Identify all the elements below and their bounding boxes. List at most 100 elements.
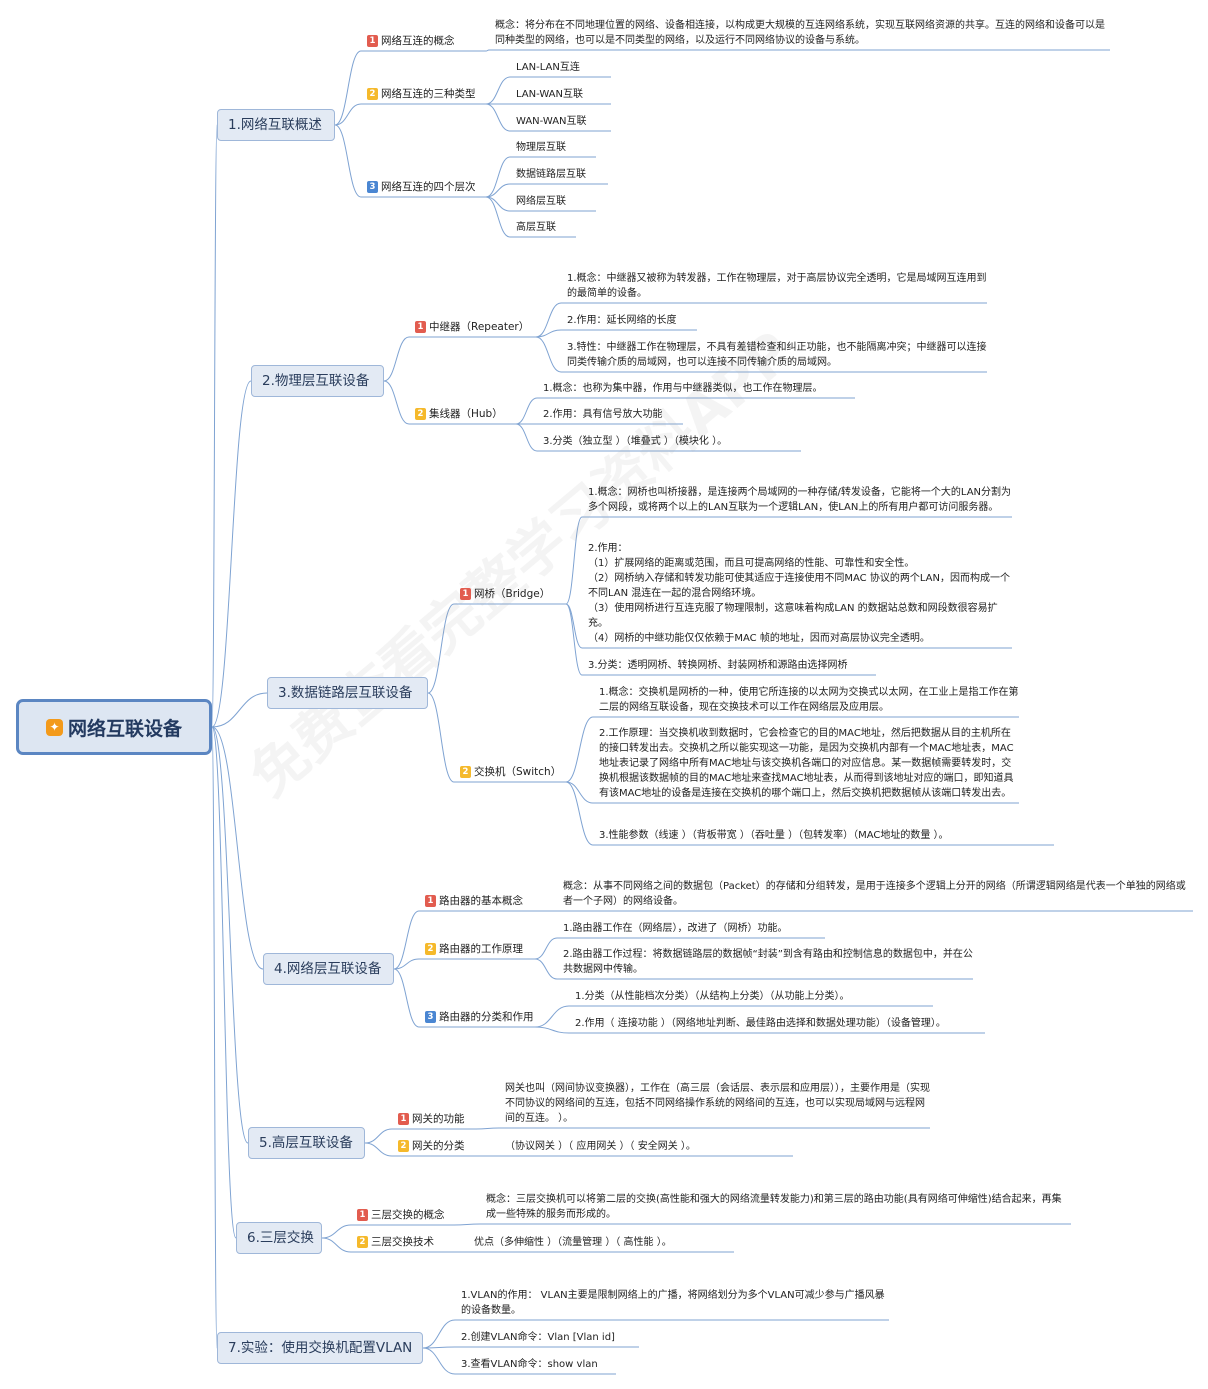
leaf-link-1-2-1 xyxy=(485,76,511,105)
leaf-link-2-1-2 xyxy=(535,329,562,338)
leaf-4-2-1[interactable]: 1.路由器工作在（网络层），改进了（网桥）功能。 xyxy=(563,923,788,934)
subtopic-label: 网络互连的三种类型 xyxy=(381,88,476,100)
leaf-link-4-3-1 xyxy=(534,1005,570,1028)
priority-2-icon: 2 xyxy=(460,766,471,778)
subtopic-label: 路由器的基本概念 xyxy=(439,895,523,907)
sub-link-2-1 xyxy=(383,336,410,382)
leaf-link-1-3-4 xyxy=(485,196,511,238)
priority-1-icon: 1 xyxy=(460,588,471,600)
subtopic-label: 路由器的工作原理 xyxy=(439,943,523,955)
leaf-link-6-1-1 xyxy=(453,1223,481,1226)
leaf-link-3-1-3 xyxy=(565,603,583,676)
root-link-4 xyxy=(211,726,264,970)
leaf-2-1-1[interactable]: 1.概念：中继器又被称为转发器，工作在物理层，对于高层协议完全透明，它是局域网互… xyxy=(567,273,987,299)
leaf-link-3-1-1 xyxy=(565,516,583,605)
branch-node-2[interactable]: 2.物理层互联设备 xyxy=(251,365,384,397)
sub-link-2-2 xyxy=(383,380,410,425)
subtopic-label: 网桥（Bridge） xyxy=(474,588,551,600)
sub-link-5-2 xyxy=(364,1142,393,1157)
leaf-7-2[interactable]: 2.创建VLAN命令：Vlan [Vlan id] xyxy=(461,1332,615,1343)
leaf-7-3[interactable]: 3.查看VLAN命令：show vlan xyxy=(461,1359,598,1370)
branch-node-3[interactable]: 3.数据链路层互联设备 xyxy=(267,677,428,709)
leaf-6-1-1[interactable]: 概念：三层交换机可以将第二层的交换(高性能和强大的网络流量转发能力)和第三层的路… xyxy=(486,1194,1062,1220)
sub-link-1-1 xyxy=(334,50,362,126)
sub-link-1-2 xyxy=(334,103,362,126)
leaf-5-2-1[interactable]: （协议网关 ）（ 应用网关 ）（ 安全网关 ）。 xyxy=(505,1141,696,1152)
thumbs-up-icon: ✦ xyxy=(45,718,63,736)
leaf-6-2-1[interactable]: 优点（多伸缩性 ）（流量管理 ）（ 高性能 ）。 xyxy=(474,1237,672,1248)
sub-link-5-1 xyxy=(364,1128,393,1144)
priority-2-icon: 2 xyxy=(357,1236,368,1248)
leaf-5-1-1[interactable]: 网关也叫（网间协议变换器），工作在（高三层（会话层、表示层和应用层）），主要作用… xyxy=(505,1083,930,1124)
leaf-3-1-1[interactable]: 1.概念：网桥也叫桥接器，是连接两个局域网的一种存储/转发设备，它能将一个大的L… xyxy=(588,487,1012,513)
sub-link-3-1 xyxy=(427,603,455,694)
leaf-link-7-2 xyxy=(422,1346,456,1349)
leaf-3-2-1[interactable]: 1.概念：交换机是网桥的一种，使用它所连接的以太网为交换式以太网，在工业上是指工… xyxy=(599,687,1019,713)
root-link-6 xyxy=(211,726,237,1239)
leaf-2-1-2[interactable]: 2.作用：延长网络的长度 xyxy=(567,315,677,326)
leaf-3-1-2[interactable]: 2.作用：（1）扩展网络的距离或范围，而且可提高网络的性能、可靠性和安全性。（2… xyxy=(588,543,1010,644)
leaf-3-1-3[interactable]: 3.分类：透明网桥、转换网桥、封装网桥和源路由选择网桥 xyxy=(588,660,848,671)
leaf-7-1[interactable]: 1.VLAN的作用： VLAN主要是限制网络上的广播，将网络划分为多个VLAN可… xyxy=(461,1290,885,1316)
root-link-2 xyxy=(211,380,252,728)
leaf-link-2-2-1 xyxy=(515,397,538,425)
leaf-2-2-3[interactable]: 3.分类（独立型 ）（堆叠式 ）（模块化 ）。 xyxy=(543,436,728,447)
leaf-4-3-1[interactable]: 1.分类（从性能档次分类）（从结构上分类）（从功能上分类）。 xyxy=(575,991,850,1002)
branch-node-5[interactable]: 5.高层互联设备 xyxy=(248,1127,365,1159)
leaf-1-3-4[interactable]: 高层互联 xyxy=(516,222,556,233)
root-node[interactable]: ✦ 网络互联设备 xyxy=(16,699,212,755)
leaf-1-2-1[interactable]: LAN-LAN互连 xyxy=(516,62,580,73)
branch-node-1[interactable]: 1.网络互联概述 xyxy=(217,109,335,141)
leaf-1-3-2[interactable]: 数据链路层互联 xyxy=(516,169,586,180)
leaf-4-3-2[interactable]: 2.作用（ 连接功能 ）（网络地址判断、最佳路由选择和数据处理功能）（设备管理）… xyxy=(575,1018,946,1029)
leaf-1-3-3[interactable]: 网络层互联 xyxy=(516,196,566,207)
leaf-2-1-3[interactable]: 3.特性：中继器工作在物理层，不具有差错检查和纠正功能，也不能隔离冲突；中继器可… xyxy=(567,342,987,368)
root-link-3 xyxy=(211,692,268,728)
leaf-4-2-2[interactable]: 2.路由器工作过程：将数据链路层的数据帧“封装”到含有路由和控制信息的数据包中，… xyxy=(563,949,973,975)
subtopic-label: 网关的功能 xyxy=(412,1113,465,1125)
priority-3-icon: 3 xyxy=(367,181,378,193)
subtopic-label: 集线器（Hub） xyxy=(429,408,503,420)
leaf-2-2-2[interactable]: 2.作用：具有信号放大功能 xyxy=(543,409,663,420)
leaf-1-2-3[interactable]: WAN-WAN互联 xyxy=(516,116,587,127)
priority-2-icon: 2 xyxy=(415,408,426,420)
branch-node-7[interactable]: 7.实验：使用交换机配置VLAN xyxy=(217,1332,423,1364)
branch-node-6[interactable]: 6.三层交换 xyxy=(236,1222,322,1254)
leaf-link-1-2-3 xyxy=(485,103,511,132)
leaf-link-1-3-2 xyxy=(485,183,511,198)
subtopic-label: 网关的分类 xyxy=(412,1140,465,1152)
leaf-2-2-1[interactable]: 1.概念：也称为集中器，作用与中继器类似，也工作在物理层。 xyxy=(543,383,823,394)
leaf-3-2-2[interactable]: 2.工作原理：当交换机收到数据时，它会检查它的目的MAC地址，然后把数据从目的主… xyxy=(599,728,1014,799)
branch-node-4[interactable]: 4.网络层互联设备 xyxy=(263,953,394,985)
priority-2-icon: 2 xyxy=(425,943,436,955)
leaf-3-2-3[interactable]: 3.性能参数（线速 ）（背板带宽 ）（吞吐量 ）（包转发率）（MAC地址的数量 … xyxy=(599,830,949,841)
leaf-1-1-1[interactable]: 概念：将分布在不同地理位置的网络、设备相连接，以构成更大规模的互连网络系统，实现… xyxy=(495,20,1105,46)
leaf-link-2-1-3 xyxy=(535,336,562,373)
sub-link-1-3 xyxy=(334,124,362,198)
leaf-link-4-2-1 xyxy=(534,937,558,960)
leaf-link-7-3 xyxy=(422,1347,456,1375)
priority-1-icon: 1 xyxy=(425,895,436,907)
subtopic-label: 网络互连的概念 xyxy=(381,35,455,47)
leaf-1-3-1[interactable]: 物理层互联 xyxy=(516,142,566,153)
leaf-4-1-1[interactable]: 概念：从事不同网络之间的数据包（Packet）的存储和分组转发，是用于连接多个逻… xyxy=(563,881,1186,907)
subtopic-label: 中继器（Repeater） xyxy=(429,321,530,333)
priority-1-icon: 1 xyxy=(357,1209,368,1221)
priority-1-icon: 1 xyxy=(415,321,426,333)
subtopic-label: 路由器的分类和作用 xyxy=(439,1011,534,1023)
leaf-1-2-2[interactable]: LAN-WAN互联 xyxy=(516,89,583,100)
